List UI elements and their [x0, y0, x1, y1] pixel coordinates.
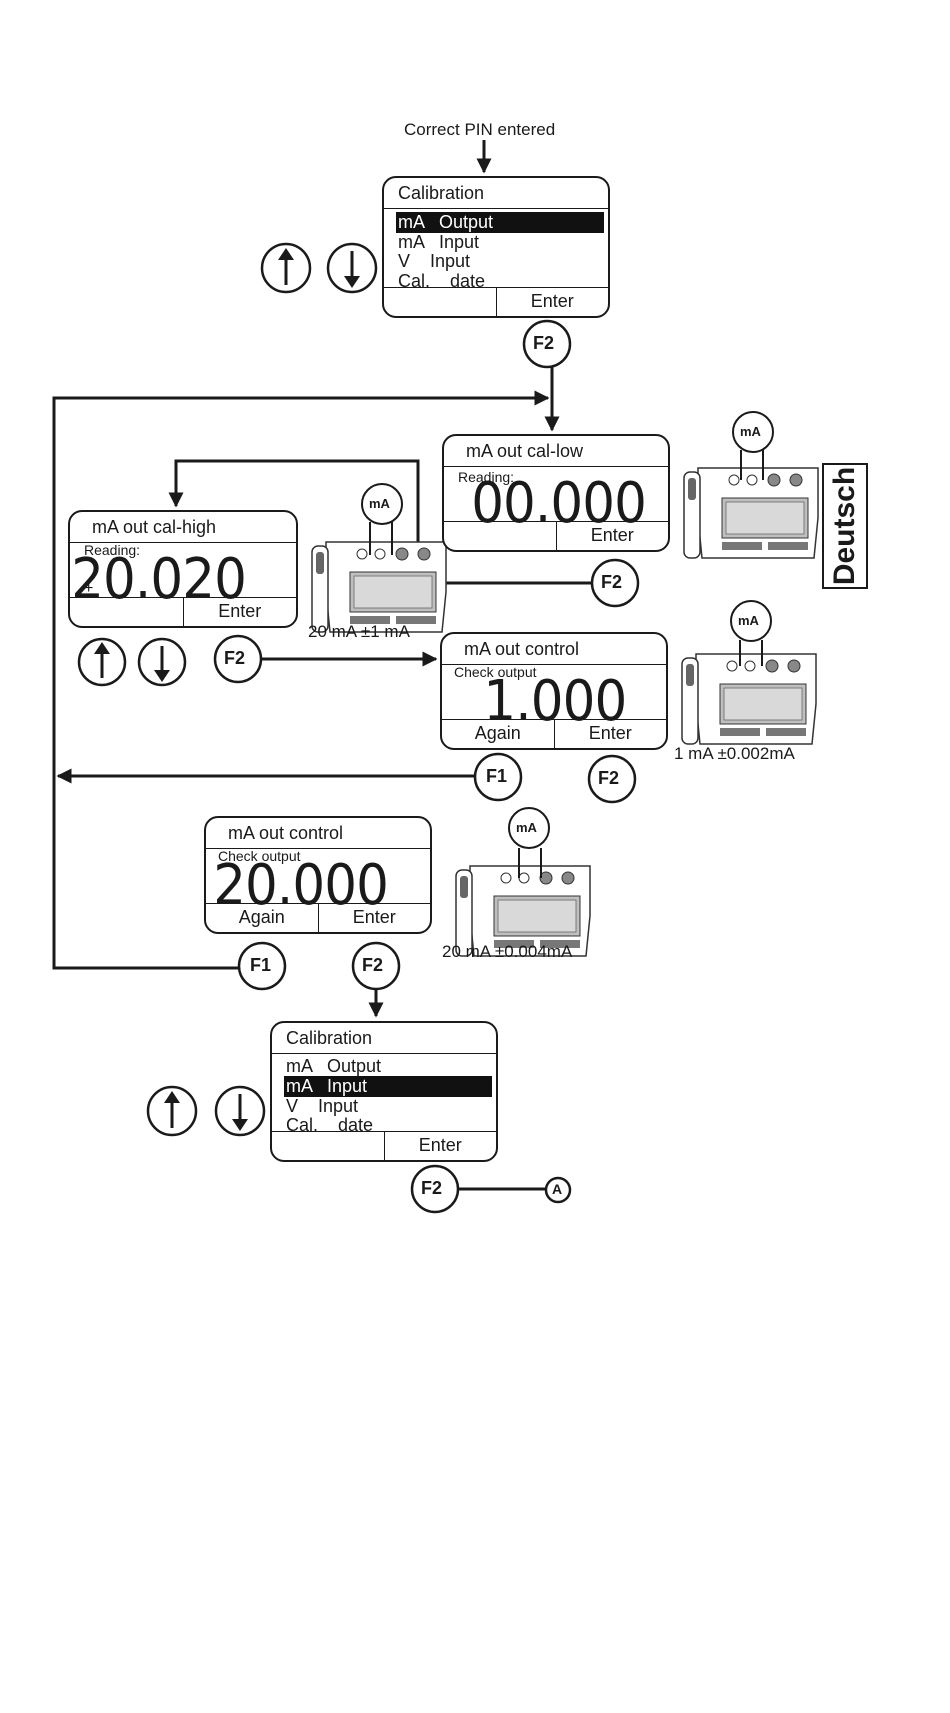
- screen-title: mA out cal-high: [70, 512, 296, 543]
- menu-item-ma-input[interactable]: mA Input: [398, 232, 480, 252]
- calibrator-device-icon: [683, 467, 819, 559]
- language-tab: Deutsch: [822, 463, 868, 589]
- softkey-bar: Enter: [272, 1131, 496, 1160]
- output-value: 20.000: [213, 853, 389, 918]
- f2-key[interactable]: [213, 634, 263, 684]
- f2-key-label: F2: [598, 768, 620, 788]
- loop-line: [52, 390, 550, 970]
- screen-control-1: mA out control Check output 1.000 Again …: [440, 632, 668, 750]
- menu-item-ma-output[interactable]: mA Output: [286, 1056, 382, 1076]
- f1-key[interactable]: [237, 941, 287, 991]
- screen-title: mA out cal-low: [444, 436, 668, 467]
- f1-key-label: F1: [486, 766, 508, 786]
- ma-label: mA: [516, 820, 537, 835]
- f2-key[interactable]: [587, 754, 637, 804]
- f1-key[interactable]: [473, 752, 523, 802]
- f2-key-label: F2: [362, 955, 384, 975]
- softkey-enter[interactable]: Enter: [553, 720, 667, 748]
- screen-cal-low: mA out cal-low Reading: 00.000 Enter: [442, 434, 670, 552]
- up-arrow-icon[interactable]: [146, 1085, 198, 1137]
- calibration-menu-1: Calibration mA Output mA Input V Input C…: [382, 176, 610, 318]
- screen-control-2: mA out control Check output 20.000 Again…: [204, 816, 432, 934]
- f2-key[interactable]: [590, 558, 640, 608]
- f2-key-label: F2: [601, 572, 623, 592]
- softkey-bar: Enter: [444, 521, 668, 550]
- softkey-f1[interactable]: [272, 1132, 384, 1160]
- ma-label: mA: [740, 424, 761, 439]
- check-output-label: Check output: [218, 848, 301, 864]
- check-output-label: Check output: [454, 664, 537, 680]
- softkey-f1[interactable]: [444, 522, 556, 550]
- screen-cal-high: mA out cal-high Reading: + 20.020 Enter: [68, 510, 298, 628]
- f2-key[interactable]: [522, 319, 572, 369]
- screen-title: mA out control: [442, 634, 666, 665]
- softkey-bar: Enter: [70, 597, 296, 626]
- connector-a: [544, 1176, 572, 1204]
- menu-title: Calibration: [384, 178, 608, 209]
- reading-value: 20.020: [71, 547, 247, 612]
- screen-title: mA out control: [206, 818, 430, 849]
- f2-key[interactable]: [351, 941, 401, 991]
- tolerance-label: 1 mA ±0.002mA: [674, 744, 795, 763]
- ma-terminal-icon: [732, 411, 774, 480]
- softkey-enter[interactable]: Enter: [317, 904, 431, 932]
- ma-label: mA: [369, 496, 390, 511]
- f2-key-label: F2: [224, 648, 246, 668]
- softkey-f1[interactable]: [70, 598, 183, 626]
- output-value: 1.000: [483, 669, 627, 734]
- reading-label: Reading:: [458, 469, 515, 485]
- menu-item-cal-date[interactable]: Cal. date: [286, 1115, 374, 1135]
- f2-key-label: F2: [421, 1178, 443, 1198]
- ma-terminal-icon: [508, 807, 550, 878]
- down-arrow-icon[interactable]: [326, 242, 378, 294]
- language-tab-label: Deutsch: [828, 466, 861, 586]
- f1-key-label: F1: [250, 955, 272, 975]
- softkey-again[interactable]: Again: [474, 723, 521, 743]
- down-arrow-icon[interactable]: [137, 637, 187, 687]
- up-arrow-icon[interactable]: [260, 242, 312, 294]
- arrow-low-to-high: [168, 459, 593, 585]
- down-arrow-icon[interactable]: [214, 1085, 266, 1137]
- reading-value: 00.000: [471, 471, 647, 536]
- softkey-enter[interactable]: Enter: [182, 598, 297, 626]
- connector-label: A: [552, 1181, 563, 1197]
- tolerance-label: 20 mA ±0.004mA: [442, 942, 573, 961]
- f2-key-label: F2: [533, 333, 555, 353]
- reading-label: Reading:: [84, 542, 141, 558]
- calibrator-device-icon: [681, 653, 817, 745]
- menu-item-cal-date[interactable]: Cal. date: [398, 271, 486, 291]
- f2-key[interactable]: [410, 1164, 460, 1214]
- softkey-bar: Enter: [384, 287, 608, 316]
- softkey-enter[interactable]: Enter: [383, 1132, 497, 1160]
- softkey-f1[interactable]: [384, 288, 496, 316]
- ma-label: mA: [738, 613, 759, 628]
- calibrator-device-icon: [311, 541, 447, 633]
- tolerance-label: 20 mA ±1 mA: [308, 622, 410, 641]
- menu-item-v-input[interactable]: V Input: [398, 251, 471, 271]
- menu-item-v-input[interactable]: V Input: [286, 1096, 359, 1116]
- ma-terminal-icon: [361, 483, 403, 555]
- reading-sign: +: [84, 580, 94, 597]
- softkey-bar: Again Enter: [442, 719, 666, 748]
- softkey-enter[interactable]: Enter: [555, 522, 669, 550]
- menu-title: Calibration: [272, 1023, 496, 1054]
- softkey-again[interactable]: Again: [238, 907, 285, 927]
- ma-terminal-icon: [730, 600, 772, 666]
- header-text: Correct PIN entered: [404, 120, 556, 139]
- softkey-enter[interactable]: Enter: [495, 288, 609, 316]
- softkey-bar: Again Enter: [206, 903, 430, 932]
- calibration-menu-2: Calibration mA Output mA Input V Input C…: [270, 1021, 498, 1162]
- menu-item-ma-output[interactable]: mA Output: [396, 212, 604, 233]
- menu-item-ma-input[interactable]: mA Input: [284, 1076, 492, 1097]
- up-arrow-icon[interactable]: [77, 637, 127, 687]
